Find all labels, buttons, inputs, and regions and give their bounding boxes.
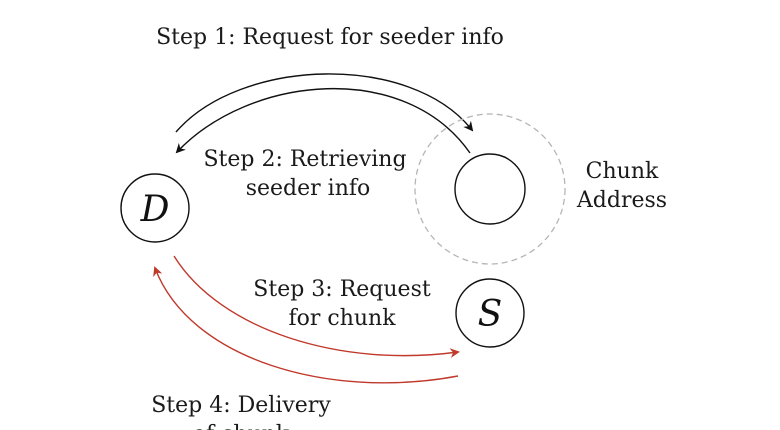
seeder-letter: S: [478, 294, 503, 335]
step1-label: Step 1: Request for seeder info: [156, 25, 504, 50]
step4-label-line2: of chunk: [193, 422, 290, 430]
chunk-address-label-line1: Chunk: [586, 159, 659, 184]
step3-arrow: [173, 255, 460, 358]
chunk-address-node: [454, 153, 526, 225]
step4-arrow: [153, 266, 459, 384]
chunk-address-label-line2: Address: [576, 188, 667, 213]
step1-arrow: [175, 73, 474, 133]
step3-label-line2: for chunk: [288, 306, 396, 331]
downloader-node: [120, 173, 190, 243]
downloader-letter: D: [140, 189, 170, 230]
chunk-address-ring: [414, 113, 566, 265]
seeder-node: [455, 278, 525, 348]
step2-label-line2: seeder info: [246, 176, 371, 201]
step4-label-line1: Step 4: Delivery: [151, 393, 331, 418]
step3-label-line1: Step 3: Request: [253, 277, 431, 302]
step2-arrow: [175, 88, 471, 154]
step2-label-line1: Step 2: Retrieving: [203, 147, 406, 172]
